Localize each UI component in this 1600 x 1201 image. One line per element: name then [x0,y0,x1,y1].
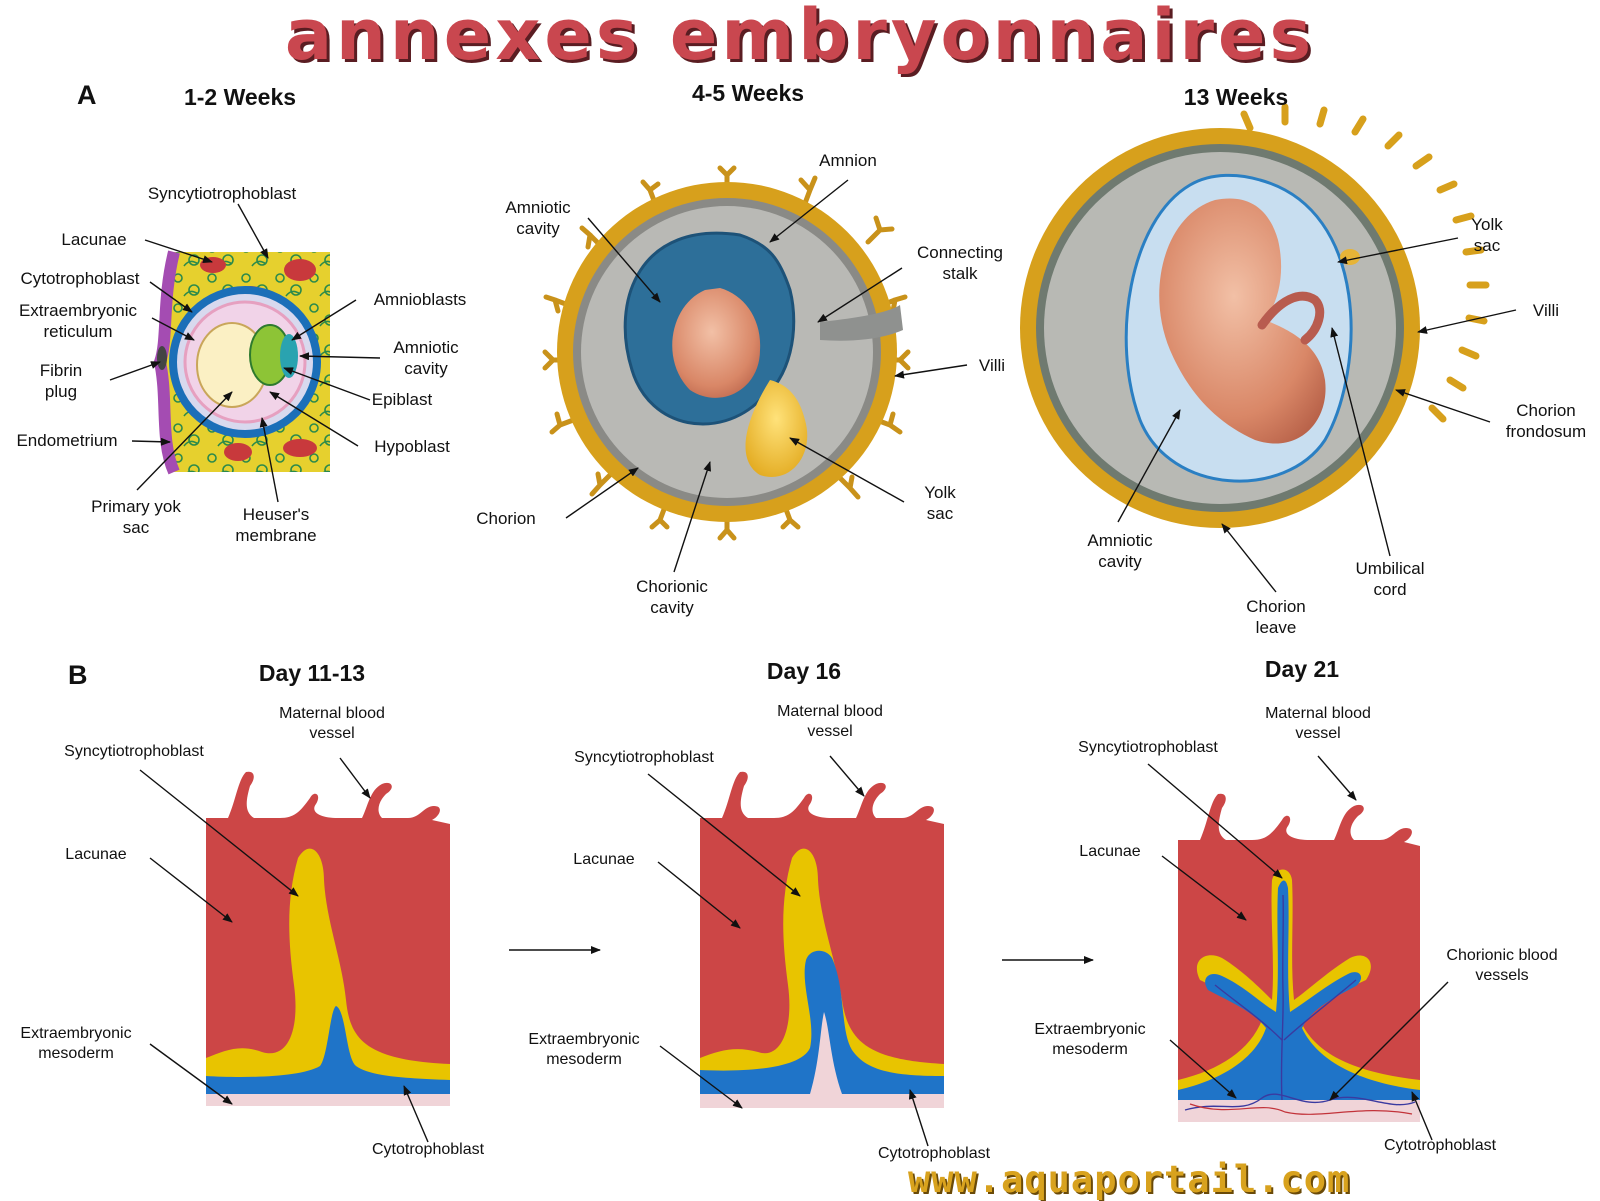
stage-heading: 13 Weeks [1183,84,1289,110]
label-lacunae: Lacunae [65,846,127,863]
mesoderm-layer [206,1094,450,1106]
label-cytotrophoblast: Cytotrophoblast [371,1141,485,1158]
section-a-label: A [77,80,97,110]
label-maternal-blood-vessel: Maternal blood vessel [279,705,385,742]
yolk-sac-shape [745,380,808,477]
mesoderm-layer [700,1012,944,1108]
label-heusers-membrane: Heuser's membrane [235,505,317,545]
stage-heading: 4-5 Weeks [691,80,805,106]
label-amniotic-cavity: Amniotic cavity [393,338,459,378]
label-primary-yolk-sac: Primary yok sac [91,497,181,537]
label-yolk-sac: Yolk sac [924,483,956,523]
label-lacunae: Lacunae [61,230,127,249]
label-extraembryonic-mesoderm: Extraembryonic mesoderm [528,1031,640,1068]
leader-lines [109,179,1517,1147]
label-villi: Villi [978,356,1006,375]
figure-day-16 [700,771,944,1108]
syncytiotrophoblast-shape [206,848,450,1082]
villi-frondosum [1240,103,1490,423]
label-epiblast: Epiblast [371,390,433,409]
label-chorionic-cavity: Chorionic cavity [636,577,708,617]
label-endometrium: Endometrium [16,431,118,450]
stage-heading: Day 11-13 [258,660,366,686]
label-villi: Villi [1532,301,1560,320]
connecting-stalk-shape [820,305,903,341]
label-cytotrophoblast: Cytotrophoblast [1383,1137,1497,1154]
label-syncytiotrophoblast: Syncytiotrophoblast [147,184,297,203]
fibrin-plug [157,346,167,370]
label-syncytiotrophoblast: Syncytiotrophoblast [64,743,204,760]
label-chorion: Chorion [476,509,536,528]
label-lacunae: Lacunae [573,851,635,868]
yolk-sac-13 [1340,249,1360,265]
stage-heading: Day 16 [766,658,842,684]
mesoderm-layer [1178,1100,1420,1122]
label-extraembryonic-reticulum: Extraembryonic reticulum [18,301,138,341]
figure-13-weeks [1020,103,1490,528]
figure-1-2-weeks [153,250,330,475]
section-b-label: B [68,660,88,690]
embryo-shape [672,288,761,398]
cytotrophoblast-shape [700,950,944,1094]
label-fibrin-plug: Fibrin plug [39,361,83,401]
label-connecting-stalk: Connecting stalk [916,243,1003,283]
label-maternal-blood-vessel: Maternal blood vessel [777,703,883,740]
stage-heading: Day 21 [1264,656,1340,682]
label-chorion-frondosum: Chorion frondosum [1505,401,1587,441]
label-amniotic-cavity: Amniotic cavity [1087,531,1153,571]
maternal-tissue [1178,793,1420,1118]
fetus-shape [1159,198,1326,444]
chorionic-blood-vessel-lines [1184,894,1416,1111]
cytotrophoblast-shape [1178,880,1420,1100]
label-chorionic-blood-vessels: Chorionic blood vessels [1446,947,1558,984]
umbilical-cord-shape [1257,291,1325,345]
amniotic-cavity-small [280,334,298,378]
label-extraembryonic-mesoderm: Extraembryonic mesoderm [20,1025,132,1062]
page-title: annexes embryonnaires [284,0,1316,76]
label-syncytiotrophoblast: Syncytiotrophoblast [574,749,714,766]
label-amnioblasts: Amnioblasts [373,290,467,309]
label-umbilical-cord: Umbilical cord [1355,559,1425,599]
label-hypoblast: Hypoblast [374,437,450,456]
figure-day-21 [1178,793,1420,1122]
cytotrophoblast-shape [206,1006,450,1094]
lacuna-spot [283,439,317,457]
figure-4-5-weeks [542,165,911,541]
label-syncytiotrophoblast: Syncytiotrophoblast [1078,739,1218,756]
label-extraembryonic-mesoderm: Extraembryonic mesoderm [1034,1021,1146,1058]
label-amniotic-cavity: Amniotic cavity [505,198,571,238]
website-watermark: www.aquaportail.com [908,1158,1351,1201]
label-lacunae: Lacunae [1079,843,1141,860]
figure-day-11-13 [206,771,450,1106]
label-chorion-leave: Chorion leave [1246,597,1306,637]
stage-heading: 1-2 Weeks [183,84,297,110]
label-maternal-blood-vessel: Maternal blood vessel [1265,705,1371,742]
lacuna-spot [224,443,252,461]
label-cytotrophoblast: Cytotrophoblast [877,1145,991,1162]
label-yolk-sac: Yolk sac [1471,215,1503,255]
lacuna-spot [284,259,316,281]
label-cytotrophoblast: Cytotrophoblast [20,269,140,288]
label-amnion: Amnion [819,151,877,170]
